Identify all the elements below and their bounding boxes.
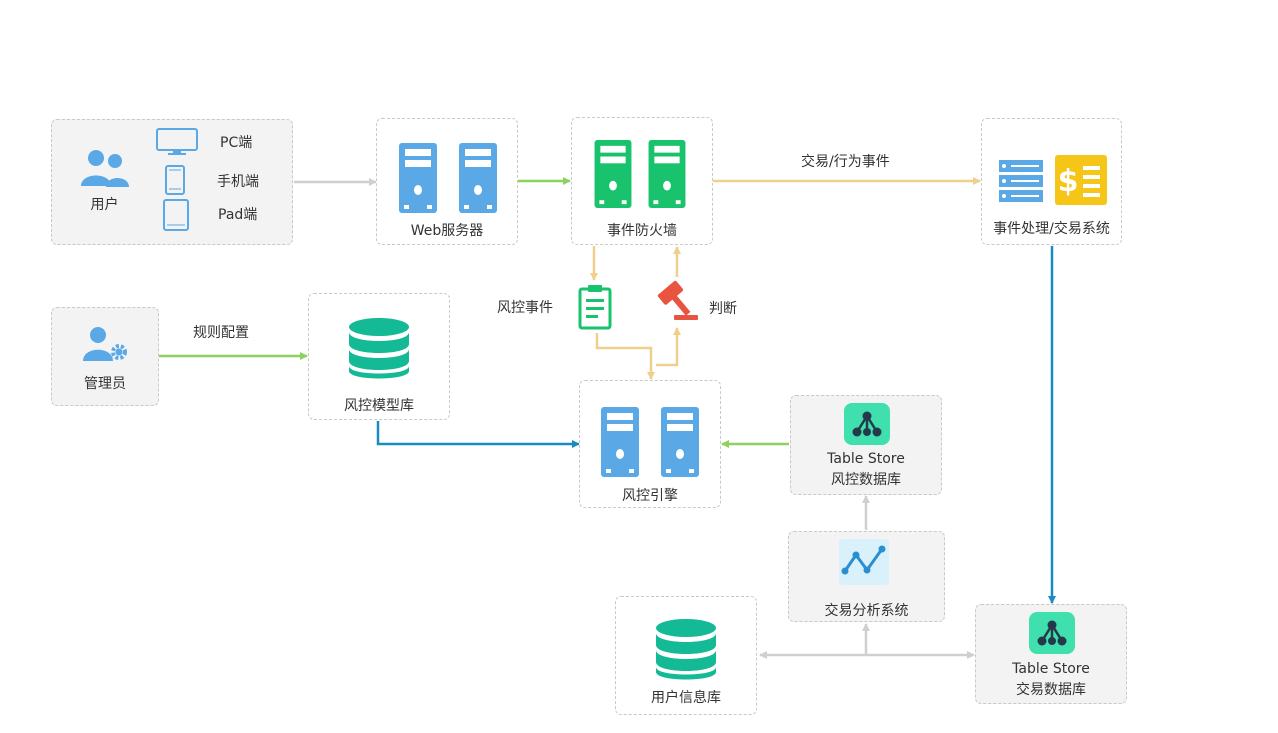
ts-trade-db-node: Table Store 交易数据库 — [975, 604, 1127, 704]
line-chart-icon — [839, 539, 889, 585]
edge-engine-judge — [656, 327, 681, 367]
edge-model-engine — [376, 421, 580, 448]
user-info-db-label: 用户信息库 — [651, 690, 721, 706]
ts-trade-db-line1: Table Store — [1012, 661, 1090, 677]
users-icon — [81, 150, 129, 187]
svg-text:$: $ — [1058, 164, 1079, 199]
user-label: 用户 — [90, 197, 119, 213]
trade-analysis-node: 交易分析系统 — [788, 531, 945, 622]
server-icon — [648, 140, 686, 208]
server-icon — [399, 143, 437, 213]
ts-trade-db-line2: 交易数据库 — [1016, 682, 1086, 698]
edge-label-trade-event: 交易/行为事件 — [801, 154, 890, 170]
user-info-db-node: 用户信息库 — [615, 596, 757, 715]
server-rack-icon — [999, 160, 1043, 202]
firewall-label: 事件防火墙 — [607, 223, 677, 239]
device-label-pc: PC端 — [220, 135, 253, 151]
risk-engine-label: 风控引擎 — [622, 488, 678, 504]
risk-engine-node: 风控引擎 — [579, 380, 721, 508]
device-label-phone: 手机端 — [217, 174, 259, 190]
ts-risk-db-line2: 风控数据库 — [831, 472, 901, 488]
ts-risk-db-node: Table Store 风控数据库 — [790, 395, 942, 495]
phone-icon — [165, 165, 185, 195]
risk-model-db-label: 风控模型库 — [344, 398, 414, 414]
edge-riskevent-engine — [595, 333, 655, 380]
web-server-label: Web服务器 — [410, 223, 484, 239]
edge-label-judge: 判断 — [709, 301, 737, 317]
edge-label-rule-config: 规则配置 — [193, 325, 249, 341]
gavel-icon — [657, 280, 698, 320]
database-icon — [349, 318, 409, 379]
server-icon — [594, 140, 632, 208]
trade-analysis-label: 交易分析系统 — [824, 603, 909, 619]
dollar-doc-icon: $ — [1055, 155, 1107, 205]
user-node: 用户 PC端 手机端 Pad端 — [51, 119, 293, 245]
web-server-node: Web服务器 — [376, 118, 518, 245]
event-processing-node: $ 事件处理/交易系统 — [981, 118, 1122, 245]
admin-gear-icon — [83, 327, 127, 361]
table-store-icon — [1029, 612, 1075, 654]
server-icon — [601, 407, 639, 477]
device-label-pad: Pad端 — [218, 207, 258, 223]
server-icon — [661, 407, 699, 477]
server-icon — [459, 143, 497, 213]
edge-label-risk-event: 风控事件 — [497, 300, 553, 316]
monitor-icon — [156, 128, 198, 155]
admin-node: 管理员 — [51, 307, 159, 406]
admin-label: 管理员 — [84, 376, 126, 392]
tablet-icon — [163, 199, 189, 231]
ts-risk-db-line1: Table Store — [827, 451, 905, 467]
database-icon — [656, 619, 716, 680]
firewall-node: 事件防火墙 — [571, 117, 713, 245]
table-store-icon — [844, 403, 890, 445]
risk-model-db-node: 风控模型库 — [308, 293, 450, 420]
event-processing-label: 事件处理/交易系统 — [993, 221, 1110, 237]
clipboard-icon — [578, 285, 612, 330]
